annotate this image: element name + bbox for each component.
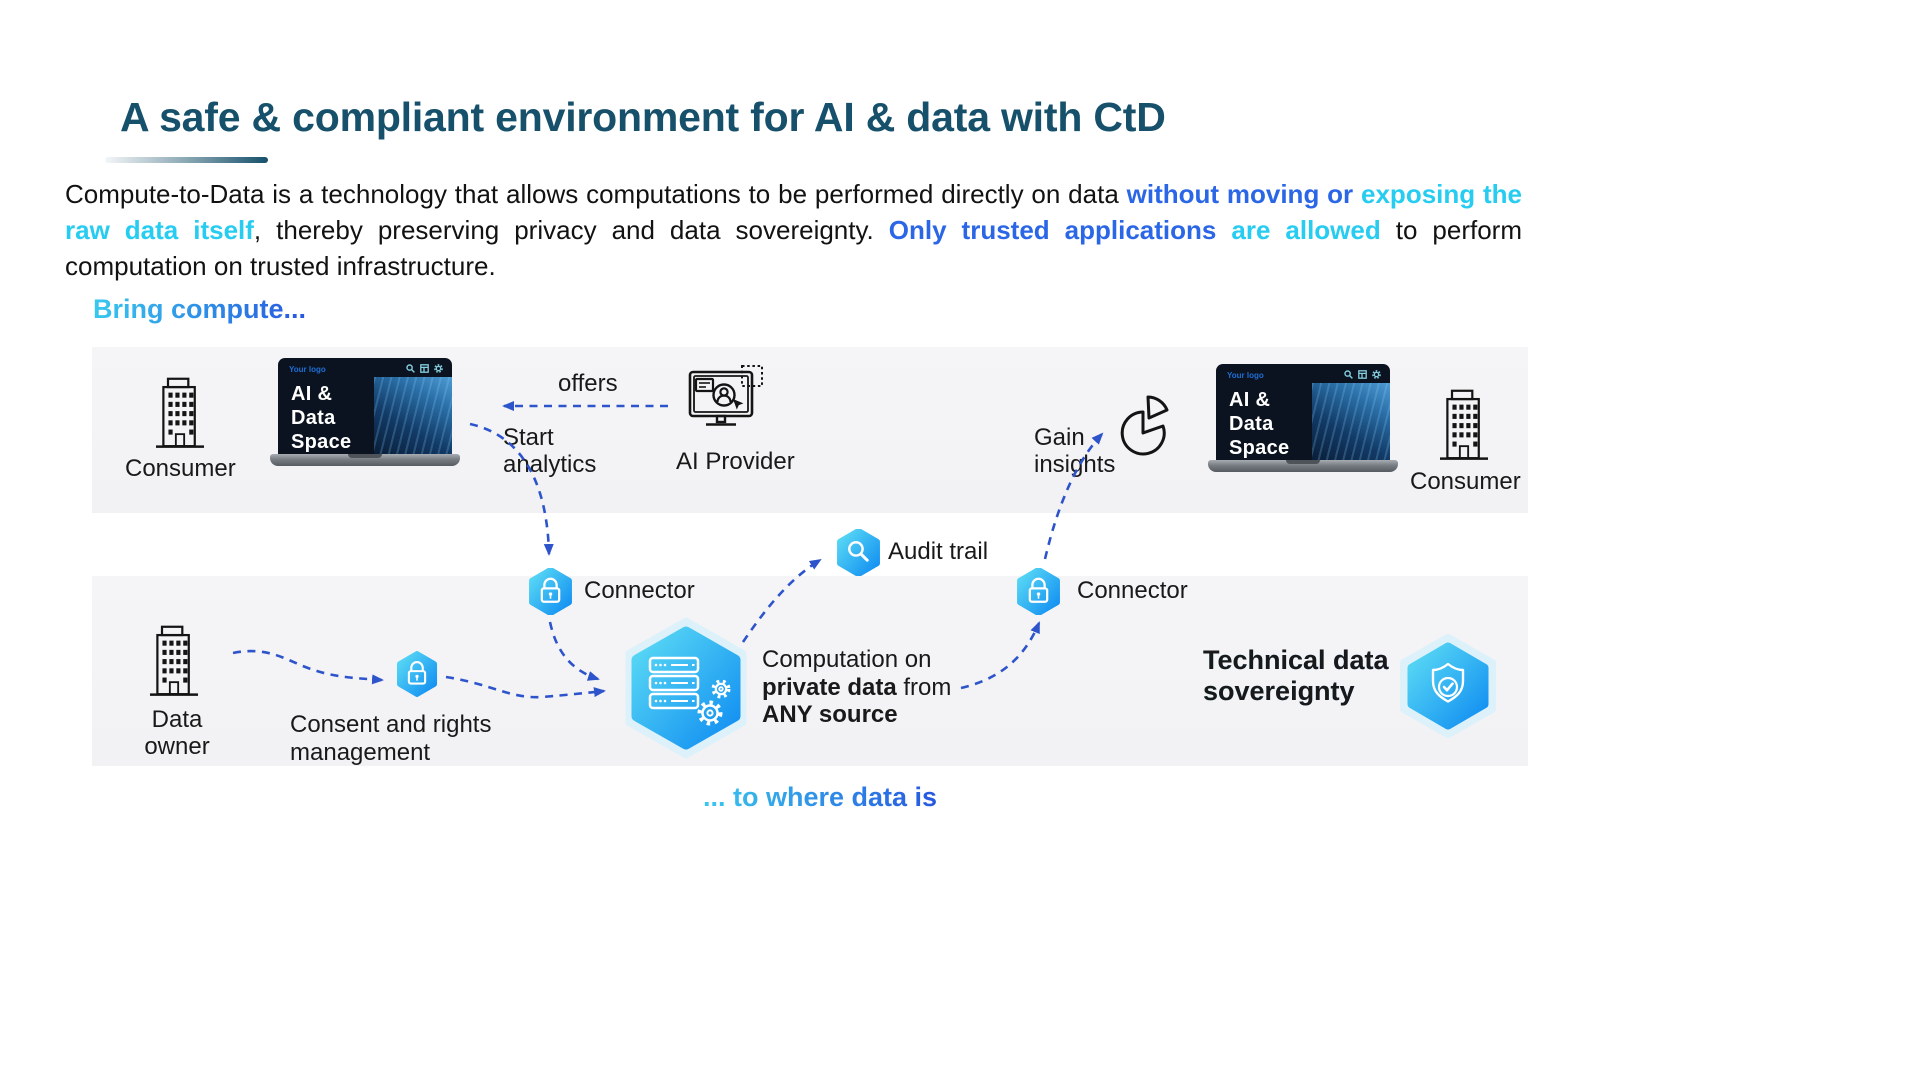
ai-provider-label: AI Provider	[676, 448, 795, 475]
sovereignty-label: Technical data sovereignty	[1203, 645, 1389, 707]
screen-line: AI &	[1229, 389, 1271, 411]
building-icon	[1440, 384, 1488, 464]
consent-line: Consent and rights	[290, 711, 492, 738]
laptop-toolbar	[1344, 370, 1381, 379]
screen-line: Space	[291, 431, 352, 453]
screen-line: Data	[1229, 413, 1274, 435]
building-icon	[150, 620, 198, 700]
gain-insights-line: insights	[1034, 451, 1116, 478]
laptop-screen: Your logo AI & Data Space	[1216, 364, 1390, 460]
intro-text: to perform computation on trusted infras…	[65, 215, 1522, 281]
screen-line: Data	[291, 407, 336, 429]
to-where-data-label: ... to where data is	[703, 782, 938, 812]
laptop-screen: Your logo AI & Data Space	[278, 358, 452, 454]
intro-paragraph: Compute-to-Data is a technology that all…	[65, 176, 1522, 284]
lock-hexagon-icon	[396, 651, 438, 697]
monitor-person-icon	[686, 364, 764, 434]
lock-hexagon-icon	[1016, 568, 1061, 615]
laptop-logo: Your logo	[1227, 371, 1264, 380]
gear-icon	[1372, 370, 1381, 379]
laptop-screen-title: AI & Data Space	[1229, 388, 1289, 460]
intro-text: , thereby preserving privacy and data so…	[253, 215, 889, 245]
sovereignty-line: sovereignty	[1203, 676, 1355, 706]
data-owner-label: Data owner	[144, 706, 210, 760]
screen-line: AI &	[291, 383, 333, 405]
start-analytics-line: analytics	[503, 451, 597, 478]
intro-highlight-blue: Only trusted applications	[888, 215, 1232, 245]
start-analytics-line: Start	[503, 424, 554, 451]
laptop-icon: Your logo AI & Data Space	[270, 358, 460, 466]
computation-line: Computation on	[762, 646, 932, 673]
laptop-screen-art	[373, 377, 452, 454]
start-analytics-label: Start analytics	[503, 424, 596, 478]
laptop-logo: Your logo	[289, 365, 326, 374]
consumer-left-label: Consumer	[125, 455, 236, 482]
gear-icon	[711, 679, 731, 699]
server-gears-hexagon-icon	[622, 617, 750, 759]
laptop-toolbar	[406, 364, 443, 373]
computation-line: private data from	[762, 674, 951, 702]
computation-rest: from	[896, 673, 952, 701]
offers-label: offers	[558, 370, 618, 397]
consumer-right-label: Consumer	[1410, 468, 1521, 495]
building-icon	[156, 372, 204, 452]
page-title: A safe & compliant environment for AI & …	[120, 94, 1166, 140]
screen-line: Space	[1229, 437, 1290, 459]
laptop-base	[1208, 460, 1398, 472]
search-icon	[1344, 370, 1353, 379]
laptop-icon: Your logo AI & Data Space	[1208, 364, 1398, 472]
shield-check-hexagon-icon	[1394, 632, 1502, 740]
connector-right-label: Connector	[1077, 577, 1188, 604]
intro-highlight-cyan: exposing the raw data itself	[65, 179, 1522, 245]
sovereignty-line: Technical data	[1203, 645, 1389, 675]
consent-line: management	[290, 739, 431, 766]
intro-highlight-cyan: are allowed	[1231, 215, 1381, 245]
gear-icon	[434, 364, 443, 373]
audit-trail-label: Audit trail	[888, 538, 989, 565]
search-icon	[406, 364, 415, 373]
intro-text: Compute-to-Data is a technology that all…	[65, 179, 1127, 209]
layout-icon	[1358, 370, 1367, 379]
intro-highlight-blue: without moving or	[1126, 179, 1362, 209]
computation-bold: private data	[762, 673, 897, 701]
connector-left-label: Connector	[584, 577, 695, 604]
magnifier-hexagon-icon	[836, 529, 881, 576]
gain-insights-line: Gain	[1034, 424, 1085, 451]
computation-label: Computation on private data from ANY sou…	[762, 646, 951, 729]
laptop-screen-art	[1311, 383, 1390, 460]
laptop-screen-title: AI & Data Space	[291, 382, 351, 454]
pie-chart-icon	[1118, 390, 1174, 456]
lock-hexagon-icon	[528, 568, 573, 615]
layout-icon	[420, 364, 429, 373]
gain-insights-label: Gain insights	[1034, 424, 1115, 478]
laptop-base	[270, 454, 460, 466]
consent-label: Consent and rights management	[290, 711, 491, 767]
gear-icon	[697, 700, 723, 726]
title-underline	[105, 157, 268, 163]
computation-bold: ANY source	[762, 701, 898, 728]
bring-compute-label: Bring compute...	[93, 294, 307, 324]
